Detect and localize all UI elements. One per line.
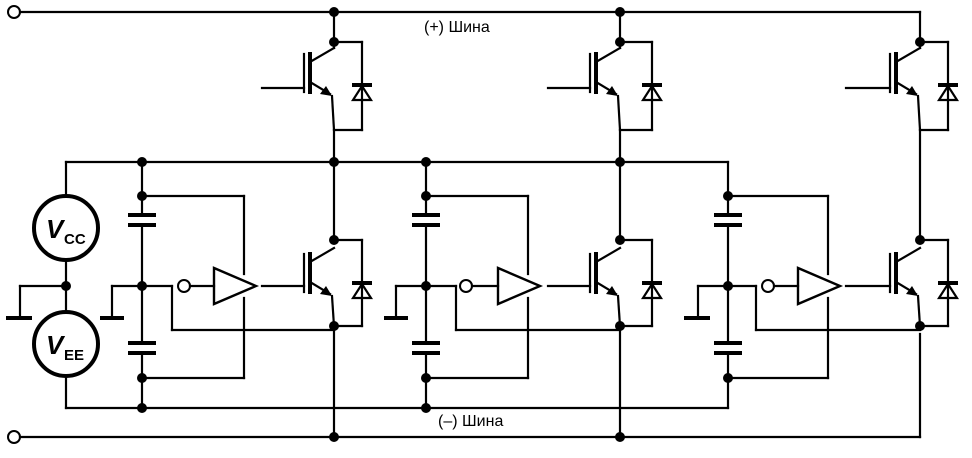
decoupling-caps-3 [684, 160, 922, 410]
high-side-diode-2 [618, 40, 664, 132]
phase-leg-3 [684, 37, 960, 410]
junction-dots-2 [421, 7, 625, 442]
vee-source: V EE [32, 310, 100, 378]
vcc-source: V CC [32, 194, 100, 262]
junction-dots-1 [137, 7, 339, 442]
positive-bus-label: (+) Шина [424, 19, 490, 36]
low-side-diode-2 [618, 238, 664, 328]
low-side-igbt-2 [546, 246, 622, 439]
low-side-diode-1 [332, 238, 374, 328]
vee-symbol: V [46, 330, 66, 360]
high-side-diode-3 [918, 40, 960, 132]
supply-midpoint-dot [61, 281, 71, 291]
high-side-igbt-2 [546, 10, 622, 132]
vcc-subscript: CC [64, 231, 86, 248]
high-side-igbt-3 [844, 40, 922, 132]
gate-driver-2 [424, 194, 542, 380]
high-side-igbt-1 [260, 10, 336, 132]
negative-bus-label: (–) Шина [438, 413, 503, 430]
vcc-symbol: V [46, 214, 66, 244]
phase-leg-2 [384, 7, 664, 442]
gate-driver-3 [726, 194, 842, 380]
low-side-igbt-1 [260, 246, 336, 439]
junction-dots-3 [723, 37, 925, 383]
low-side-igbt-3 [844, 246, 922, 328]
gate-driver-1 [140, 194, 258, 380]
low-side-diode-3 [918, 238, 960, 328]
high-side-diode-1 [332, 40, 374, 132]
negative-bus [7, 332, 922, 444]
vee-subscript: EE [64, 347, 84, 364]
positive-bus [7, 5, 922, 44]
decoupling-caps-1 [100, 160, 336, 410]
phase-leg-1 [100, 7, 374, 442]
